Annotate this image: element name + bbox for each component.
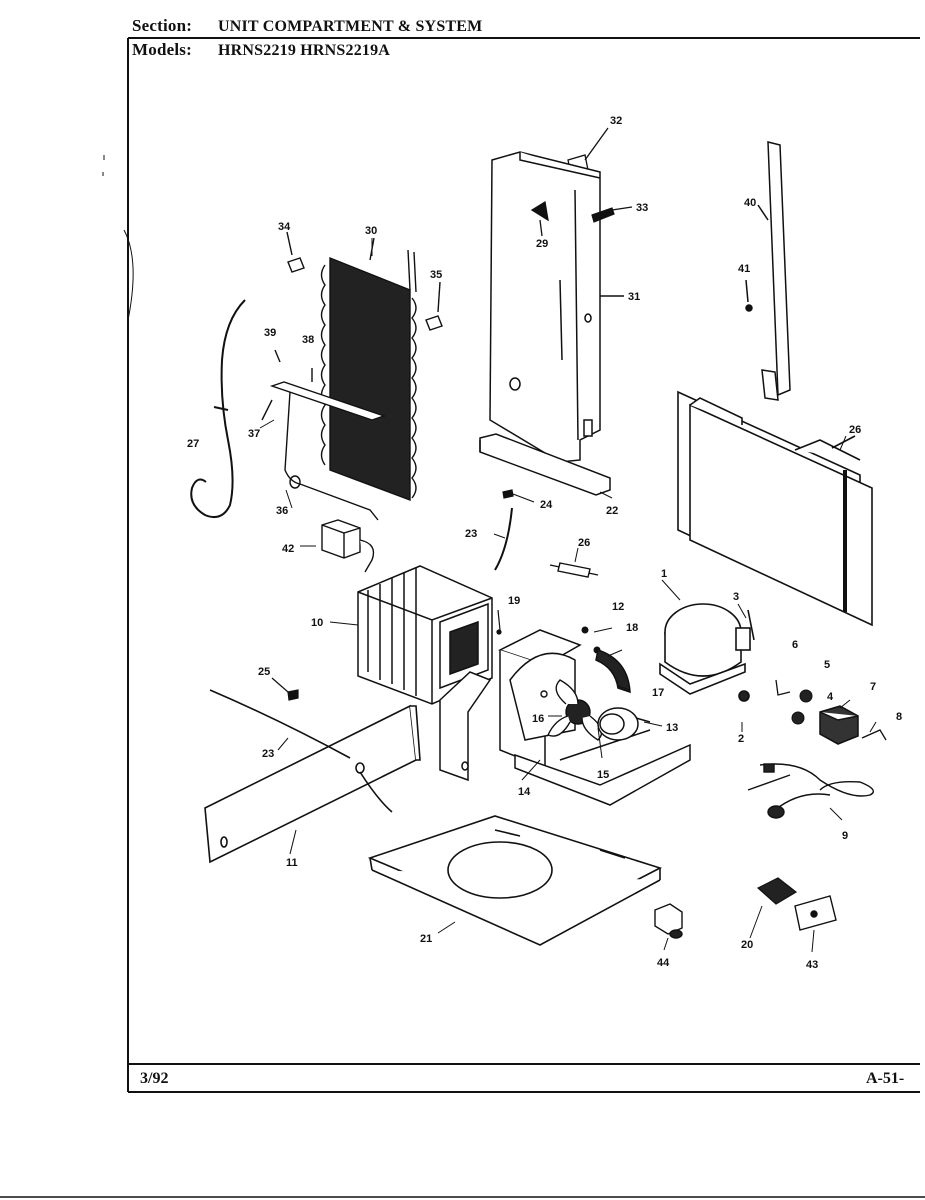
callout-39: 39 [264, 327, 276, 339]
callout-40: 40 [744, 197, 756, 209]
callout-4: 4 [827, 691, 834, 703]
callout-16: 16 [532, 713, 544, 725]
part-8-clip [861, 729, 887, 741]
part-14-bracket [439, 671, 492, 782]
models-value: HRNS2219 HRNS2219A [218, 42, 391, 59]
part-37-bracket [261, 349, 387, 421]
callout-14: 14 [518, 786, 531, 798]
part-19-clip [496, 609, 502, 635]
part-20-cover [756, 877, 798, 905]
part-42-relay [321, 519, 375, 573]
callout-5: 5 [824, 659, 830, 671]
part-36-tube [284, 391, 379, 521]
callout-9: 9 [842, 830, 848, 842]
part-31-panel [489, 151, 624, 463]
part-4-grommet [791, 711, 805, 725]
callout-11: 11 [286, 857, 298, 869]
callout-42: 42 [282, 543, 294, 555]
callout-10: 10 [311, 617, 323, 629]
part-30-condenser [320, 237, 417, 502]
callout-12: 12 [612, 601, 624, 613]
callout-19: 19 [508, 595, 520, 607]
callout-30: 30 [365, 225, 377, 237]
callout-35: 35 [430, 269, 442, 281]
part-43-plate [794, 895, 837, 931]
callout-8: 8 [896, 711, 902, 723]
part-6-spring [775, 679, 791, 696]
callout-26-drier: 26 [578, 537, 590, 549]
part-27-cord [190, 299, 246, 518]
part-9-harness [747, 763, 874, 819]
part-10-evaporator [357, 565, 493, 705]
models-label: Models: [132, 40, 192, 59]
part-29-clip [530, 200, 549, 237]
section-header: Section: UNIT COMPARTMENT & SYSTEM [132, 16, 482, 36]
callout-26-liner: 26 [849, 424, 861, 436]
callout-29: 29 [536, 238, 548, 250]
part-11-panel [204, 704, 421, 864]
part-12-nut [581, 626, 589, 634]
callout-22: 22 [606, 505, 618, 517]
part-35-clip [425, 281, 443, 331]
callout-7: 7 [870, 681, 876, 693]
callout-33: 33 [636, 202, 648, 214]
leader-lines [259, 238, 877, 953]
callout-43: 43 [806, 959, 818, 971]
callout-36: 36 [276, 505, 288, 517]
callout-34: 34 [278, 221, 291, 233]
part-23-tube-upper [494, 507, 513, 571]
part-17-shroud [595, 649, 631, 694]
part-40-strip [745, 141, 791, 401]
part-1-compressor [659, 603, 755, 702]
part-13-fan-motor [597, 707, 651, 741]
part-28-drier [549, 562, 599, 578]
callout-44: 44 [657, 957, 670, 969]
part-fan-bracket [498, 629, 691, 806]
callout-41: 41 [738, 263, 750, 275]
part-21-base-pan [367, 815, 663, 946]
part-33-screw [591, 206, 633, 223]
callout-18: 18 [626, 622, 638, 634]
callout-labels: 1 2 3 4 5 6 7 8 9 10 11 12 13 14 15 16 1… [187, 115, 902, 971]
models-header: Models: HRNS2219 HRNS2219A [132, 40, 390, 60]
callout-25: 25 [258, 666, 270, 678]
section-label: Section: [132, 16, 193, 35]
callout-1: 1 [661, 568, 667, 580]
part-23-tube-lower [209, 689, 351, 759]
part-26-liner [677, 390, 873, 627]
part-24-clip [502, 489, 535, 503]
footer-page-ref: A-51- [866, 1070, 905, 1087]
part-7-relay [819, 705, 859, 745]
part-22-drain-pan [479, 433, 611, 496]
part-25-clip [271, 677, 299, 701]
callout-3: 3 [733, 591, 739, 603]
callout-32: 32 [610, 115, 622, 127]
section-title: UNIT COMPARTMENT & SYSTEM [218, 18, 483, 35]
callout-31: 31 [628, 291, 640, 303]
footer-date: 3/92 [140, 1070, 169, 1087]
part-44-switch [654, 903, 683, 939]
callout-17: 17 [652, 687, 664, 699]
part-16-fan-blade [540, 679, 603, 741]
callout-38: 38 [302, 334, 314, 346]
page-frame [0, 37, 925, 1198]
callout-23-lower: 23 [262, 748, 274, 760]
callout-6: 6 [792, 639, 798, 651]
callout-2: 2 [738, 733, 744, 745]
callout-13: 13 [666, 722, 678, 734]
callout-27: 27 [187, 438, 199, 450]
callout-21: 21 [420, 933, 432, 945]
callout-20: 20 [741, 939, 753, 951]
callout-23-upper: 23 [465, 528, 477, 540]
callout-24: 24 [540, 499, 553, 511]
part-34-clip [286, 231, 305, 273]
callout-15: 15 [597, 769, 609, 781]
part-5-grommet [799, 689, 813, 703]
callout-37: 37 [248, 428, 260, 440]
